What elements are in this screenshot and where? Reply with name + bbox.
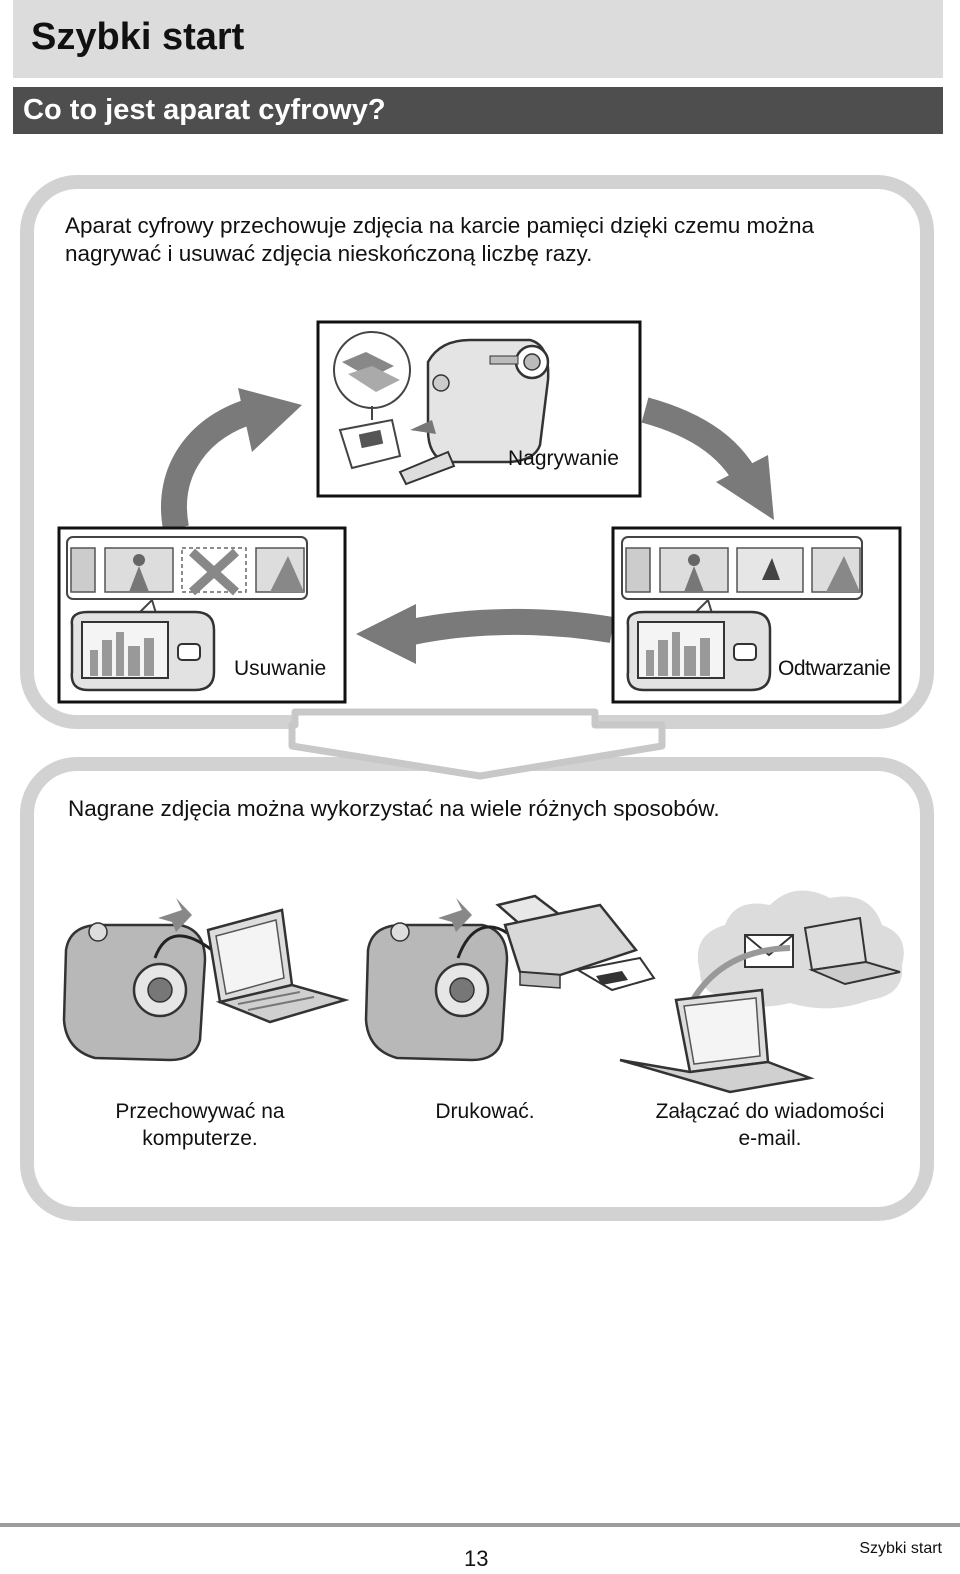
camera-back-icon bbox=[70, 598, 216, 692]
camera-icon bbox=[364, 922, 509, 1062]
use-label-print: Drukować. bbox=[385, 1098, 585, 1125]
laptop-icon bbox=[619, 988, 815, 1094]
cycle-arrow-up-icon bbox=[161, 388, 302, 531]
page-number: 13 bbox=[464, 1546, 489, 1571]
use-label-line: e-mail. bbox=[738, 1127, 802, 1150]
film-strip-icon bbox=[66, 536, 308, 600]
title-bar: Szybki start bbox=[13, 0, 943, 78]
playback-label: Odtwarzanie bbox=[778, 657, 891, 680]
laptop-icon bbox=[206, 908, 350, 1024]
use-label-line: Drukować. bbox=[435, 1100, 535, 1123]
film-strip-icon bbox=[621, 536, 863, 600]
record-label: Nagrywanie bbox=[508, 447, 619, 470]
down-arrow-icon bbox=[288, 708, 666, 780]
cable-icon bbox=[456, 925, 511, 959]
cycle-arrow-down-icon bbox=[641, 397, 774, 520]
laptop-icon bbox=[803, 916, 901, 986]
arrow-icon bbox=[438, 898, 472, 932]
cycle-arrow-left-icon bbox=[356, 604, 615, 664]
cable-icon bbox=[153, 934, 213, 959]
uses-intro: Nagrane zdjęcia można wykorzystać na wie… bbox=[68, 796, 720, 821]
use-label-line: komputerze. bbox=[142, 1127, 258, 1150]
use-label-email: Załączać do wiadomości e-mail. bbox=[630, 1098, 910, 1152]
use-label-line: Załączać do wiadomości bbox=[655, 1100, 885, 1123]
section-title: Co to jest aparat cyfrowy? bbox=[23, 94, 386, 126]
use-label-line: Przechowywać na bbox=[115, 1100, 285, 1123]
footer-section-name: Szybki start bbox=[859, 1540, 942, 1557]
camera-icon bbox=[62, 922, 207, 1062]
send-arrow-icon bbox=[687, 945, 791, 1007]
arrow-icon bbox=[158, 898, 192, 932]
cloud-icon bbox=[697, 890, 904, 1009]
section-header: Co to jest aparat cyfrowy? bbox=[13, 87, 943, 134]
delete-label: Usuwanie bbox=[234, 657, 327, 680]
delete-x-icon bbox=[188, 548, 240, 596]
camera-back-icon bbox=[626, 598, 772, 692]
intro-text: Aparat cyfrowy przechowuje zdjęcia na ka… bbox=[65, 213, 815, 266]
memory-card-icon bbox=[333, 331, 411, 470]
printer-icon bbox=[495, 894, 656, 992]
page-title: Szybki start bbox=[31, 16, 245, 58]
camera-icon bbox=[398, 338, 550, 486]
footer-divider bbox=[0, 1523, 960, 1527]
use-label-computer: Przechowywać na komputerze. bbox=[60, 1098, 340, 1152]
